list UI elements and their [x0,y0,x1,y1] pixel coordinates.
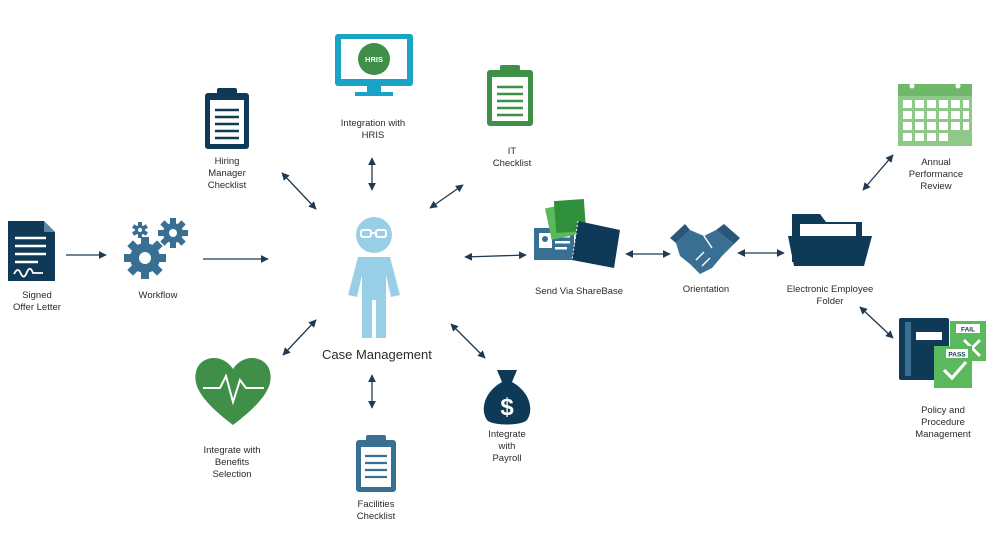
hris-badge-text: HRIS [365,55,383,64]
label-electronic-employee-folder: Electronic Employee Folder [786,284,874,307]
arrow-case-hiring [281,172,317,210]
svg-text:$: $ [500,394,514,421]
label-workflow: Workflow [138,290,178,301]
arrow-folder-policy [859,306,894,339]
label-integrate-payroll: Integrate with Payroll [488,429,526,464]
label-send-via-sharebase: Send Via ShareBase [534,286,624,297]
label-case-management: Case Management [322,347,432,362]
heart-icon [195,357,271,425]
calendar-icon [898,83,972,146]
label-signed-offer-letter: Signed Offer Letter [13,290,61,313]
label-orientation: Orientation [682,284,730,295]
money-bag-icon: $ [483,370,531,425]
label-annual-performance-review: Annual Performance Review [908,157,964,192]
pass-tag-text: PASS [948,352,966,359]
document-icon [8,221,55,281]
label-policy-procedure-management: Policy and Procedure Management [915,405,971,440]
monitor-icon: HRIS [335,34,413,96]
label-facilities-checklist: Facilities Checklist [356,499,396,522]
label-hiring-manager-checklist: Hiring Manager Checklist [207,156,247,191]
handshake-icon [670,224,740,274]
label-it-checklist: IT Checklist [492,146,532,169]
person-icon [348,217,400,338]
arrow-case-sharebase [464,251,527,261]
label-integrate-benefits: Integrate with Benefits Selection [203,445,261,480]
clipboard-icon [205,88,249,149]
folder-icon [788,214,872,266]
policy-binder-icon: FAIL PASS [899,318,986,388]
arrow-case-benefits [282,319,317,356]
gears-icon [124,218,188,279]
connectors [66,154,894,409]
clipboard-icon [487,65,533,126]
sharebase-icon [534,198,620,268]
pass-document-icon: PASS [934,346,972,388]
fail-tag-text: FAIL [961,327,975,334]
arrow-case-it [429,184,464,209]
arrow-folder-review [862,154,894,191]
arrow-case-payroll [450,323,486,359]
clipboard-icon [356,435,396,492]
label-integration-hris: Integration with HRIS [340,118,406,141]
